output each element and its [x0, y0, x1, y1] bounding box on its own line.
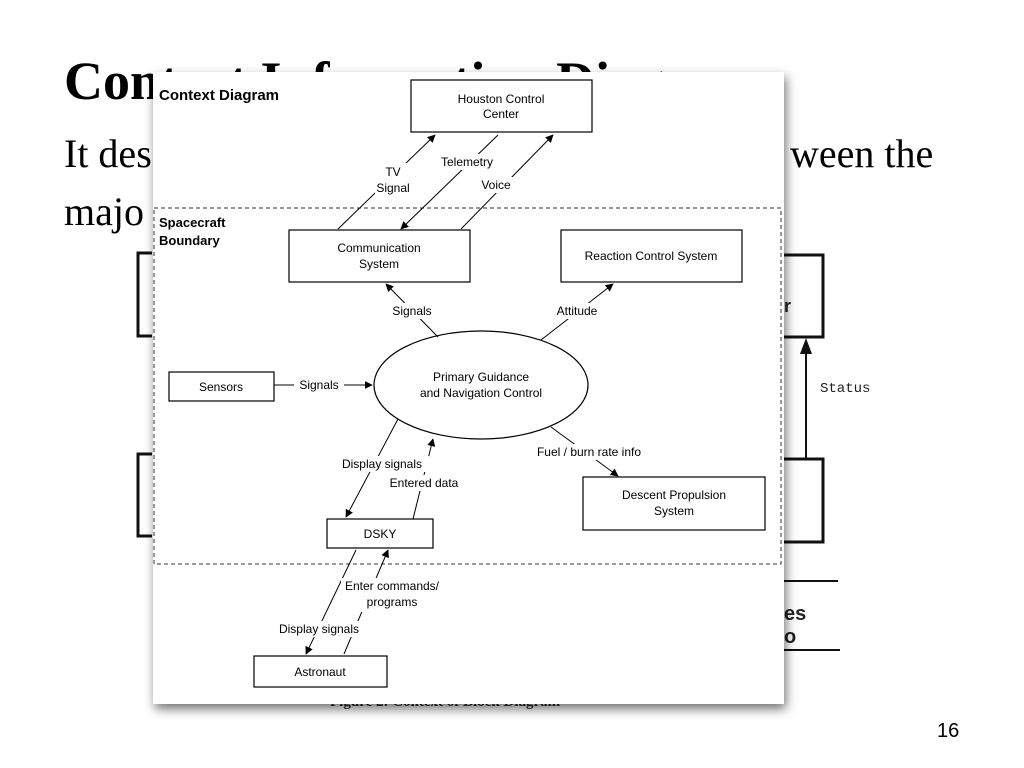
flow-label-entered-data: Entered data: [390, 476, 459, 490]
context-diagram: Context Diagram Spacecraft Boundary Hous…: [153, 79, 782, 688]
flow-label-display-signals-dsky: Display signals: [342, 457, 422, 471]
label-bg: [476, 177, 516, 193]
comm-label-line2: System: [359, 257, 399, 271]
page-number: 16: [937, 720, 960, 742]
dsky-label: DSKY: [364, 527, 397, 541]
diagram-title: Context Diagram: [159, 87, 279, 104]
bg-status-arrowhead: [800, 338, 812, 354]
bg-partial-label-r: r: [784, 296, 791, 316]
label-bg: [375, 163, 411, 197]
pgnc-label-line2: and Navigation Control: [420, 386, 542, 400]
flow-label-signals-comm: Signals: [392, 304, 431, 318]
dps-label-line1: Descent Propulsion: [622, 488, 726, 502]
dsky-node: DSKY: [326, 518, 434, 549]
boundary-label-line1: Spacecraft: [159, 215, 226, 230]
flow-label-telemetry: Telemetry: [441, 155, 493, 169]
bg-partial-label-es: es: [784, 603, 806, 625]
label-bg: [385, 475, 463, 491]
flow-label-tv-line2: Signal: [376, 181, 409, 195]
label-bg: [387, 303, 437, 319]
bg-box-left-bottom: [136, 452, 152, 538]
houston-label-line2: Center: [483, 107, 519, 121]
astronaut-label: Astronaut: [294, 665, 346, 679]
descent-propulsion-node: Descent Propulsion System: [582, 476, 766, 531]
flow-label-voice: Voice: [481, 178, 511, 192]
astronaut-node: Astronaut: [253, 655, 388, 688]
label-bg: [438, 154, 496, 170]
reaction-control-system-node: Reaction Control System: [560, 229, 743, 283]
bg-status-label: Status: [820, 381, 870, 397]
flow-label-fuel-burn: Fuel / burn rate info: [537, 445, 641, 459]
comm-label-line1: Communication: [337, 241, 420, 255]
bg-partial-label-o: o: [784, 626, 796, 648]
label-bg: [341, 578, 441, 612]
houston-label-line1: Houston Control: [458, 92, 545, 106]
bg-box-left-top: [136, 251, 152, 338]
context-diagram-panel: Context Diagram Spacecraft Boundary Hous…: [153, 72, 784, 704]
label-bg: [531, 444, 647, 460]
sensors-label: Sensors: [199, 380, 243, 394]
label-bg: [335, 456, 429, 472]
boundary-label-line2: Boundary: [159, 233, 220, 248]
label-bg: [273, 621, 365, 637]
flow-label-signals-sensors: Signals: [299, 378, 338, 392]
slide-body-line2-left: majo: [64, 189, 144, 234]
slide-body-line1-right: ween the: [790, 131, 934, 176]
houston-control-center-node: Houston Control Center: [410, 79, 593, 133]
primary-guidance-node: Primary Guidance and Navigation Control: [373, 330, 589, 440]
flow-telemetry: [400, 134, 499, 230]
flow-label-attitude: Attitude: [557, 304, 598, 318]
bg-box-right-bottom: [784, 457, 825, 544]
label-bg: [551, 303, 603, 319]
flow-label-enter-commands-line1: Enter commands/: [345, 579, 440, 593]
dps-label-line2: System: [654, 504, 694, 518]
pgnc-label-line1: Primary Guidance: [433, 370, 529, 384]
sensors-node: Sensors: [168, 371, 275, 402]
rcs-label: Reaction Control System: [585, 249, 718, 263]
flow-label-display-signals-astro: Display signals: [279, 622, 359, 636]
bg-box-right-top: [784, 253, 825, 339]
slide-body-line1-left: It des: [64, 131, 152, 176]
communication-system-node: Communication System: [288, 229, 471, 283]
flow-label-tv-line1: TV: [385, 165, 400, 179]
spacecraft-boundary: [153, 207, 782, 565]
flow-label-enter-commands-line2: programs: [367, 595, 418, 609]
label-bg: [294, 377, 344, 393]
